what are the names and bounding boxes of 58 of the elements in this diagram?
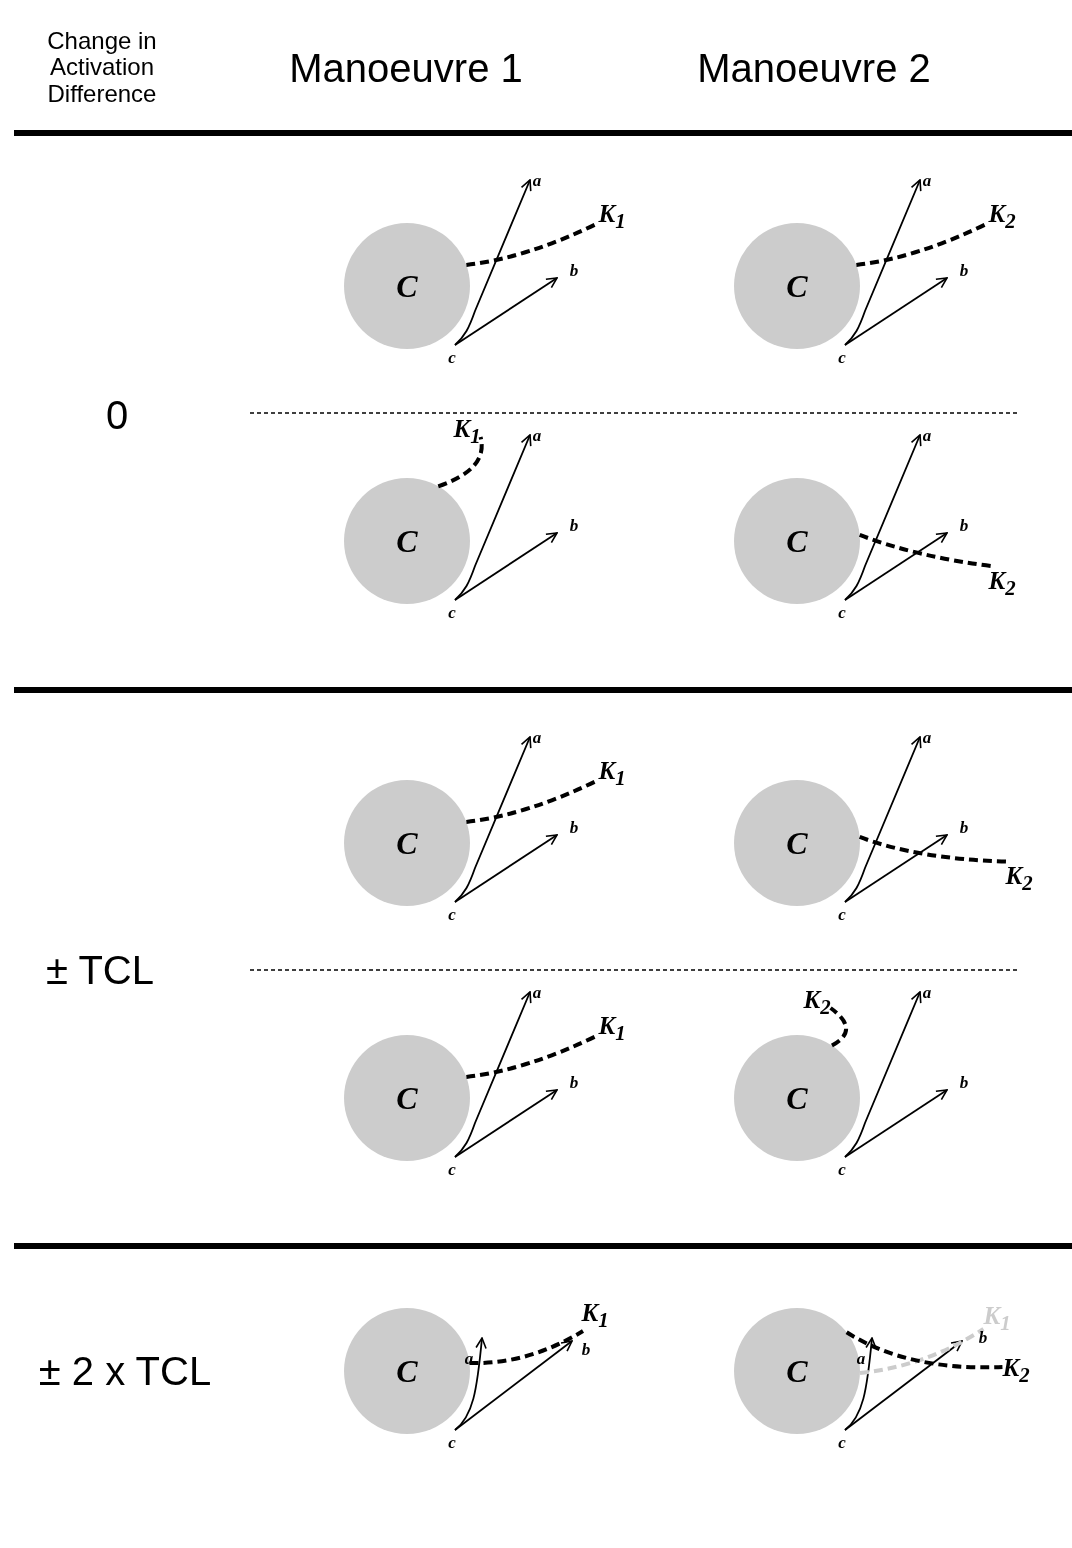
column-heading: Change in Activation Difference: [46, 28, 158, 108]
vector-label: c: [838, 603, 846, 623]
dashed-curve: [829, 1006, 849, 1048]
dashed-curve: [437, 436, 484, 489]
vector-label: c: [838, 1160, 846, 1180]
circle: C: [734, 478, 860, 604]
circle: C: [734, 223, 860, 349]
dashed-curve: [469, 1329, 584, 1366]
vector-label: c: [448, 1160, 456, 1180]
vector-label: b: [959, 516, 969, 536]
vector-label: b: [569, 516, 579, 536]
dashed-curve: [859, 1327, 985, 1375]
vector-label: c: [448, 905, 456, 925]
circle: C: [344, 478, 470, 604]
vector-label: b: [581, 1340, 591, 1360]
circle: C: [344, 780, 470, 906]
curve-label: K$_{1}$: [598, 1011, 626, 1045]
vector-label: c: [448, 603, 456, 623]
vector-label: a: [532, 171, 542, 191]
vector-label: a: [922, 171, 932, 191]
column-heading: Manoeuvre 1: [289, 46, 523, 90]
curve-label: K$_{2}$: [1005, 861, 1033, 895]
vector-label: b: [959, 1073, 969, 1093]
vector-label: b: [569, 1073, 579, 1093]
vector-label: a: [532, 426, 542, 446]
vector-label: c: [448, 1433, 456, 1453]
circle: C: [344, 223, 470, 349]
vector-label: b: [978, 1328, 988, 1348]
vector-label: c: [838, 905, 846, 925]
curve-label: K$_{2}$: [988, 566, 1016, 600]
dashed-curve: [845, 1330, 1003, 1370]
row-label: ± TCL: [46, 948, 154, 992]
vector-label: a: [922, 983, 932, 1003]
vector-label: c: [838, 348, 846, 368]
curve-label: K$_{2}$: [988, 199, 1016, 233]
curve-label: K$_{2}$: [1002, 1353, 1030, 1387]
curve-label: K$_{2}$: [803, 985, 831, 1019]
vector-label: b: [569, 818, 579, 838]
vector-label: a: [922, 426, 932, 446]
curve-label: K$_{1}$: [598, 756, 626, 790]
curve-label: K$_{1}$: [453, 414, 481, 448]
circle: C: [344, 1035, 470, 1161]
vector-label: c: [448, 348, 456, 368]
vector-label: a: [922, 728, 932, 748]
dashed-curve: [859, 835, 1008, 864]
vector-label: b: [959, 818, 969, 838]
row-label: ± 2 x TCL: [38, 1349, 212, 1393]
curve-label: K$_{1}$: [581, 1298, 609, 1332]
row-label: 0: [105, 393, 129, 437]
vector-label: a: [532, 728, 542, 748]
vector-label: b: [569, 261, 579, 281]
column-heading: Manoeuvre 2: [697, 46, 931, 90]
circle: C: [734, 1035, 860, 1161]
vector-label: a: [532, 983, 542, 1003]
vector-label: c: [838, 1433, 846, 1453]
curve-label: K$_{1}$: [598, 199, 626, 233]
vector-label: b: [959, 261, 969, 281]
circle: C: [734, 780, 860, 906]
